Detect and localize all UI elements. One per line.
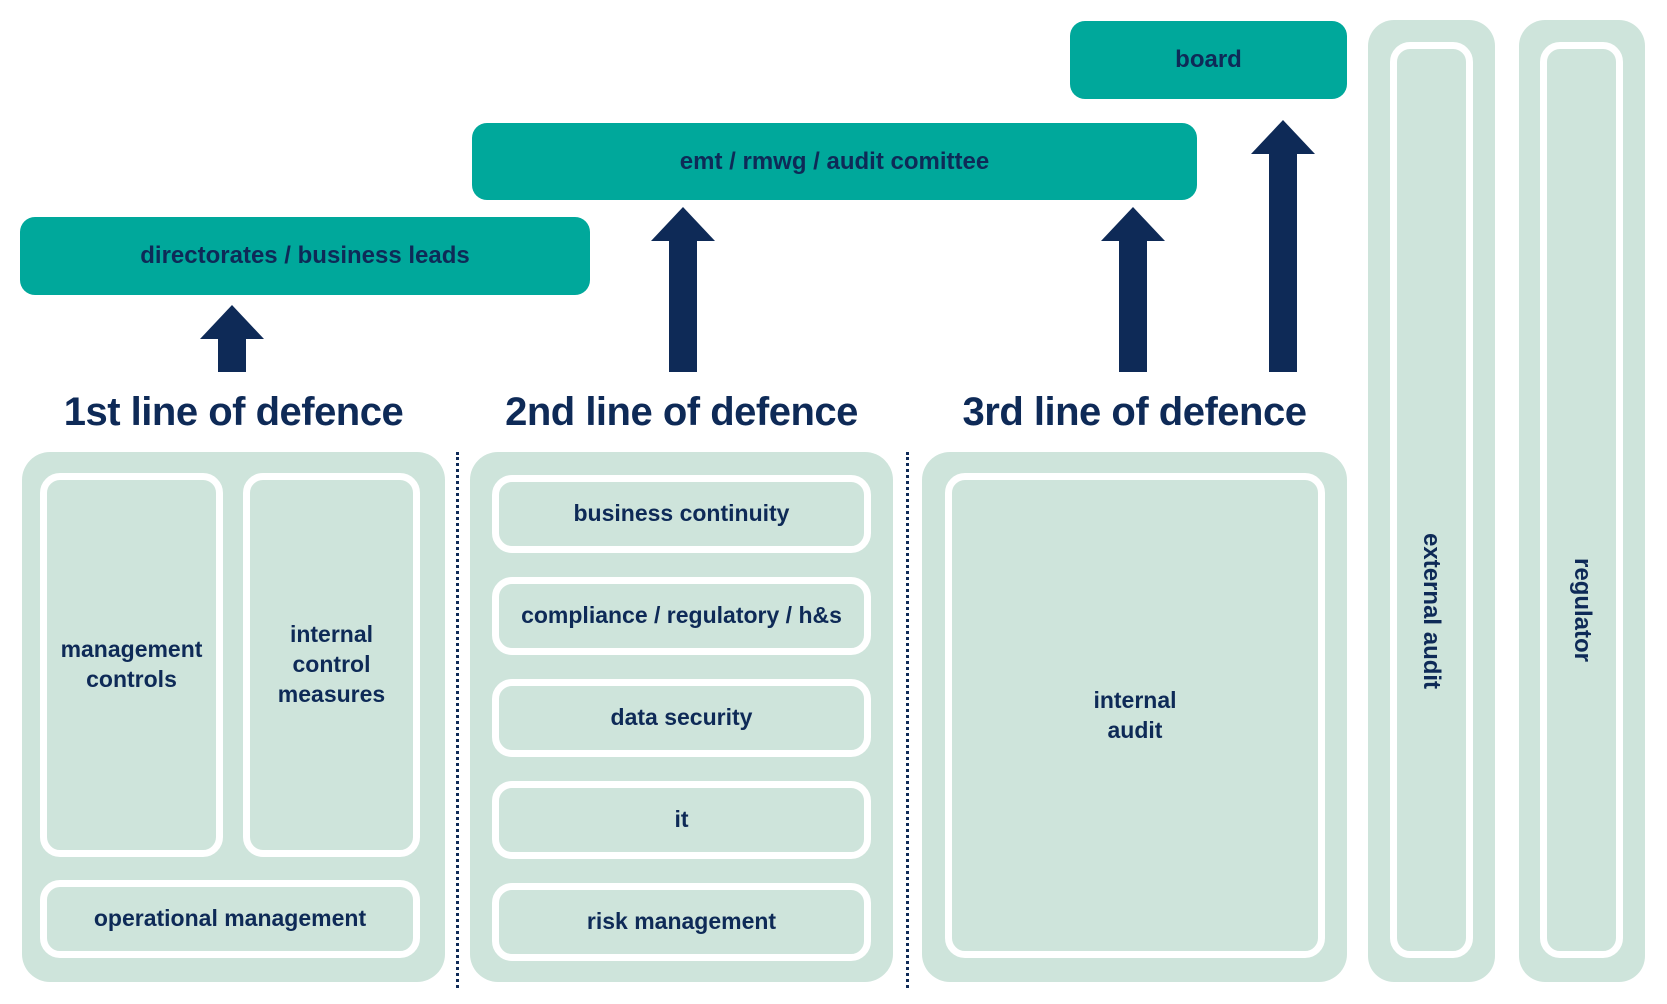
business-continuity-box: business continuity bbox=[492, 475, 871, 553]
dotted-separator bbox=[906, 452, 909, 988]
regulator-inner-border bbox=[1540, 42, 1623, 958]
external-audit-panel bbox=[1368, 20, 1495, 982]
third-line-heading: 3rd line of defence bbox=[962, 390, 1307, 434]
arrow-third-line-to-committee bbox=[1101, 207, 1165, 372]
arrow-third-line-to-board bbox=[1251, 120, 1315, 372]
operational-management-label: operational management bbox=[93, 905, 367, 932]
data-security-label: data security bbox=[610, 704, 753, 731]
external-audit-inner-border bbox=[1390, 42, 1473, 958]
committee-bar: emt / rmwg / audit comittee bbox=[472, 123, 1197, 200]
internal-control-measures-label: internal control measures bbox=[277, 621, 386, 707]
arrow-second-line-to-committee bbox=[651, 207, 715, 372]
first-line-heading: 1st line of defence bbox=[63, 390, 404, 434]
risk-management-box: risk management bbox=[492, 883, 871, 961]
data-security-box: data security bbox=[492, 679, 871, 757]
internal-audit-label: internal audit bbox=[1093, 686, 1177, 743]
it-box: it bbox=[492, 781, 871, 859]
board-label: board bbox=[1175, 46, 1242, 73]
management-controls-label: management controls bbox=[60, 636, 203, 692]
dotted-separator bbox=[456, 452, 459, 988]
up-arrow-icon bbox=[1251, 120, 1315, 372]
up-arrow-icon bbox=[1101, 207, 1165, 372]
board-box: board bbox=[1070, 21, 1347, 99]
risk-management-label: risk management bbox=[586, 908, 777, 935]
compliance-regulatory-box: compliance / regulatory / h&s bbox=[492, 577, 871, 655]
arrow-first-line-to-directorates bbox=[200, 305, 264, 372]
internal-control-measures-box: internal control measures bbox=[243, 473, 420, 857]
regulator-label: regulator bbox=[1569, 558, 1596, 663]
directorates-bar: directorates / business leads bbox=[20, 217, 590, 295]
up-arrow-icon bbox=[200, 305, 264, 372]
directorates-label: directorates / business leads bbox=[140, 242, 470, 269]
compliance-regulatory-label: compliance / regulatory / h&s bbox=[521, 602, 842, 629]
committee-label: emt / rmwg / audit comittee bbox=[679, 147, 990, 175]
it-label: it bbox=[674, 806, 689, 833]
up-arrow-icon bbox=[651, 207, 715, 372]
external-audit-label: external audit bbox=[1418, 533, 1445, 690]
second-line-heading: 2nd line of defence bbox=[505, 390, 858, 434]
management-controls-box: management controls bbox=[40, 473, 223, 857]
business-continuity-label: business continuity bbox=[573, 500, 790, 527]
operational-management-box: operational management bbox=[40, 880, 420, 958]
internal-audit-box: internal audit bbox=[945, 473, 1325, 958]
